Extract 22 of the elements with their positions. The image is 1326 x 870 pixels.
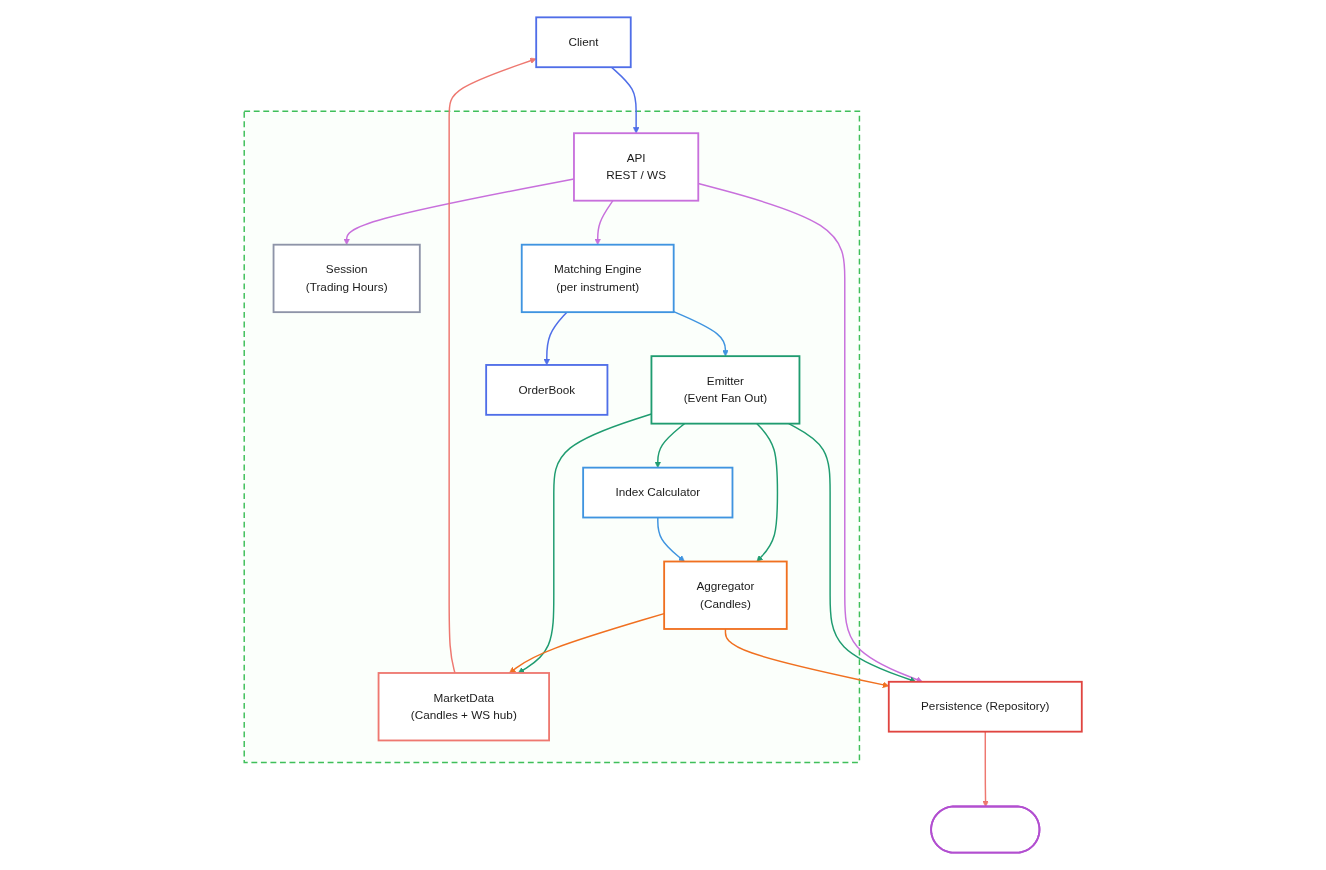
process-box: Matching Engine (per instrument) (520, 243, 675, 314)
arrow (594, 199, 614, 245)
process-box: Client (535, 16, 632, 69)
process-box: Index Calculator (582, 466, 734, 519)
arrow (509, 612, 665, 674)
arrow (672, 310, 729, 357)
process-box: MarketData (Candles + WS hub) (377, 672, 550, 742)
pill-shape (930, 805, 1041, 854)
process-box: Persistence (Repository) (887, 680, 1083, 733)
process-box: Aggregator (Candles) (663, 560, 788, 630)
arrow (788, 422, 917, 683)
arrow (657, 516, 685, 562)
process-box: Emitter (Event Fan Out) (650, 355, 801, 425)
arrow (448, 57, 537, 674)
arrow (610, 66, 640, 134)
process-box: API REST / WS (573, 132, 700, 202)
arrow (982, 730, 989, 808)
arrow (654, 422, 686, 468)
arrow (756, 422, 779, 562)
process-box: Session (Trading Hours) (272, 243, 421, 314)
arrow (543, 311, 568, 366)
process-box: OrderBook (485, 364, 609, 416)
